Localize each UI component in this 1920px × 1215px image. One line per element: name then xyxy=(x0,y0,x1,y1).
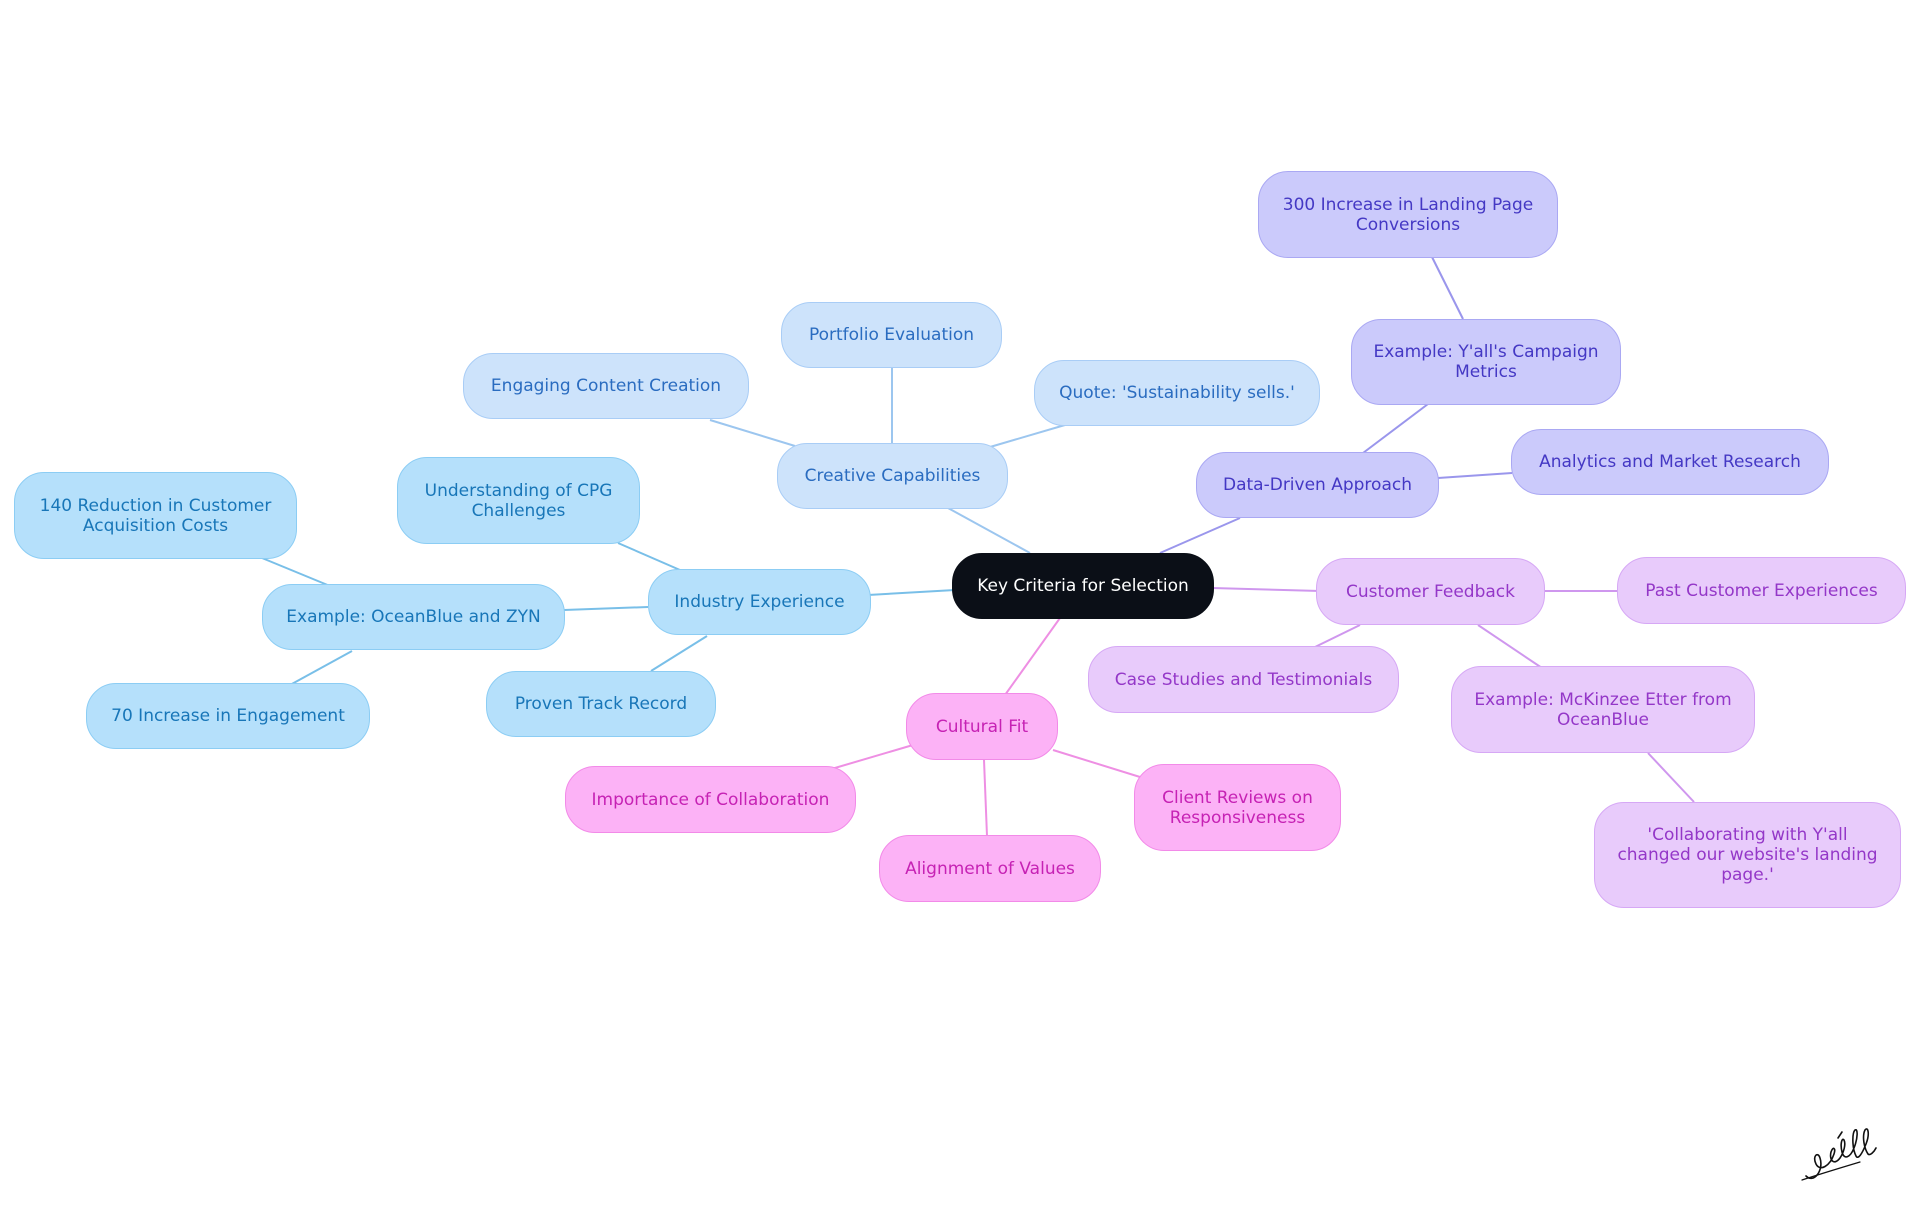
link-cultural-reviews xyxy=(1052,749,1141,778)
branch-creative-capabilities: Creative Capabilities xyxy=(777,443,1008,509)
node-portfolio-evaluation: Portfolio Evaluation xyxy=(781,302,1002,368)
node-importance-of-collaboration: Importance of Collaboration xyxy=(565,766,856,833)
node-cac-reduction: 140 Reduction in Customer Acquisition Co… xyxy=(14,472,297,559)
node-client-reviews-responsiveness: Client Reviews on Responsiveness xyxy=(1134,764,1341,851)
link-root-industry xyxy=(867,589,956,596)
link-root-cultural xyxy=(1004,617,1061,696)
link-root-data xyxy=(1159,517,1241,554)
node-engagement-increase: 70 Increase in Engagement xyxy=(86,683,370,749)
branch-cultural-fit: Cultural Fit xyxy=(906,693,1058,760)
branch-industry-experience: Industry Experience xyxy=(648,569,871,635)
node-alignment-of-values: Alignment of Values xyxy=(879,835,1101,902)
branch-data-driven-approach: Data-Driven Approach xyxy=(1196,452,1439,518)
link-yall-landing xyxy=(1431,256,1464,320)
link-oceanblue-engagement xyxy=(289,650,353,686)
node-sustainability-quote: Quote: 'Sustainability sells.' xyxy=(1034,360,1320,426)
link-industry-example xyxy=(563,606,649,611)
node-landing-page-conversions: 300 Increase in Landing Page Conversions xyxy=(1258,171,1558,258)
node-cpg-challenges: Understanding of CPG Challenges xyxy=(397,457,640,544)
node-proven-track-record: Proven Track Record xyxy=(486,671,716,737)
yall-signature-logo xyxy=(1801,1128,1877,1181)
node-past-customer-experiences: Past Customer Experiences xyxy=(1617,557,1906,624)
node-analytics-market-research: Analytics and Market Research xyxy=(1511,429,1829,495)
link-mckinzee-quote xyxy=(1647,752,1695,803)
link-data-analytics xyxy=(1437,472,1513,479)
branch-customer-feedback: Customer Feedback xyxy=(1316,558,1545,625)
node-engaging-content-creation: Engaging Content Creation xyxy=(463,353,749,419)
link-feedback-example xyxy=(1477,624,1543,669)
link-creative-content xyxy=(709,419,796,447)
node-example-mckinzee-etter: Example: McKinzee Etter from OceanBlue xyxy=(1451,666,1755,753)
link-cultural-collab xyxy=(827,744,914,771)
link-oceanblue-cac xyxy=(261,557,331,587)
node-case-studies-testimonials: Case Studies and Testimonials xyxy=(1088,646,1399,713)
link-creative-quote xyxy=(989,424,1066,448)
link-industry-track xyxy=(650,635,708,672)
root-node: Key Criteria for Selection xyxy=(952,553,1214,619)
node-example-oceanblue-zyn: Example: OceanBlue and ZYN xyxy=(262,584,565,650)
link-cultural-values xyxy=(983,759,988,837)
link-root-creative xyxy=(947,507,1031,554)
node-example-yall-campaign: Example: Y'all's Campaign Metrics xyxy=(1351,319,1621,405)
link-data-example xyxy=(1362,403,1429,454)
link-industry-cpg xyxy=(617,542,681,571)
node-collaborating-quote: 'Collaborating with Y'all changed our we… xyxy=(1594,802,1901,908)
link-root-feedback xyxy=(1211,587,1321,592)
link-feedback-cases xyxy=(1312,624,1361,649)
